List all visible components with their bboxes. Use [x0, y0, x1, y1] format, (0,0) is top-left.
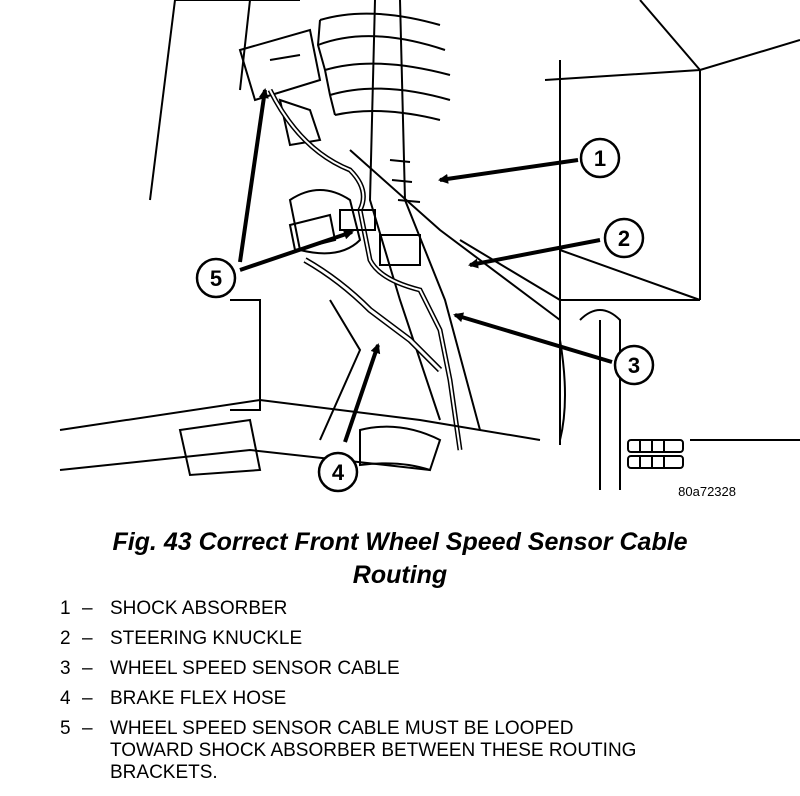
svg-text:5: 5 [210, 266, 222, 291]
callout-5: 5 [195, 257, 237, 299]
legend-item: 1 – SHOCK ABSORBER [60, 598, 780, 620]
legend-dash: – [82, 628, 93, 649]
legend-number: 5 [60, 718, 71, 739]
leader-2 [468, 238, 601, 269]
legend-dash: – [82, 658, 93, 679]
legend: 1 – SHOCK ABSORBER 2 – STEERING KNUCKLE … [60, 598, 780, 792]
svg-text:1: 1 [594, 146, 606, 171]
routing-bracket-upper [339, 209, 376, 231]
legend-number: 3 [60, 658, 71, 679]
callout-1: 1 [579, 137, 621, 179]
callout-markers: 1 2 3 4 5 [195, 137, 655, 493]
legend-text: STEERING KNUCKLE [110, 628, 303, 649]
steering-knuckle [349, 149, 561, 321]
fender-edge [149, 0, 300, 201]
leader-3 [453, 312, 613, 364]
callout-2: 2 [603, 217, 645, 259]
svg-text:2: 2 [618, 226, 630, 251]
brake-rotor [559, 309, 621, 490]
legend-text-line: BRACKETS. [110, 762, 218, 783]
caption-line-1: Fig. 43 Correct Front Wheel Speed Sensor… [112, 528, 688, 556]
lower-control-arm [59, 398, 541, 471]
callout-3: 3 [613, 344, 655, 386]
legend-dash: – [82, 688, 93, 709]
shock-absorber [368, 0, 481, 431]
figure-caption: Fig. 43 Correct Front Wheel Speed Sensor… [0, 526, 800, 592]
figure-code: 80a72328 [678, 484, 736, 499]
svg-text:4: 4 [332, 460, 345, 485]
coil-spring [316, 12, 451, 121]
legend-dash: – [82, 598, 93, 619]
routing-bracket-lower [379, 234, 421, 266]
leader-5a [238, 88, 269, 263]
legend-number: 2 [60, 628, 71, 649]
legend-item: 4 – BRAKE FLEX HOSE [60, 688, 780, 710]
legend-text: BRAKE FLEX HOSE [110, 688, 287, 709]
legend-text: WHEEL SPEED SENSOR CABLE [110, 658, 400, 679]
caption-line-2: Routing [352, 561, 448, 589]
legend-item: 5 – WHEEL SPEED SENSOR CABLE MUST BE LOO… [60, 718, 780, 784]
legend-item: 2 – STEERING KNUCKLE [60, 628, 780, 650]
leader-1 [438, 158, 579, 184]
legend-item: 3 – WHEEL SPEED SENSOR CABLE [60, 658, 780, 680]
leader-4 [343, 343, 381, 443]
upper-mount [238, 28, 322, 102]
leader-5b [239, 229, 354, 272]
wheel-studs [627, 439, 684, 469]
body-panel-lines [544, 0, 800, 445]
callout-4: 4 [317, 451, 359, 493]
legend-text: WHEEL SPEED SENSOR CABLE MUST BE LOOPED … [110, 718, 780, 784]
legend-text-line: WHEEL SPEED SENSOR CABLE MUST BE LOOPED [110, 718, 574, 739]
legend-dash: – [82, 718, 93, 739]
svg-text:3: 3 [628, 353, 640, 378]
legend-text: SHOCK ABSORBER [110, 598, 288, 619]
legend-text-line: TOWARD SHOCK ABSORBER BETWEEN THESE ROUT… [110, 740, 637, 761]
suspension-illustration: 1 2 3 4 5 [59, 0, 800, 493]
legend-number: 4 [60, 688, 71, 709]
brake-flex-hose [303, 257, 443, 373]
legend-number: 1 [60, 598, 71, 619]
